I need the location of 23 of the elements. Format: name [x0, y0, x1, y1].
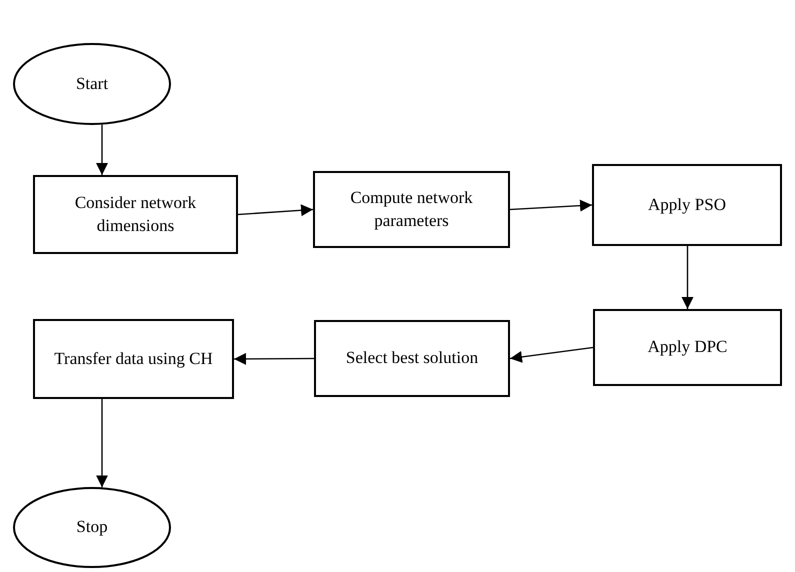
- arrow: [510, 346, 594, 363]
- node-label: Apply PSO: [647, 194, 727, 216]
- arrow: [96, 124, 108, 175]
- node-label: Consider network dimensions: [74, 192, 198, 236]
- process-box: [33, 319, 234, 399]
- arrow: [510, 200, 592, 212]
- process-box: [592, 164, 782, 246]
- node-label: Apply DPC: [646, 336, 728, 358]
- arrow: [682, 246, 694, 309]
- process-box: [33, 175, 238, 254]
- node-label: Compute network parameters: [349, 187, 474, 232]
- arrow: [96, 399, 108, 488]
- arrow: [234, 352, 314, 365]
- process-box: [314, 320, 510, 397]
- node-label: Start: [74, 72, 110, 95]
- process-box: [593, 309, 782, 386]
- terminal-ellipse: [13, 43, 171, 125]
- node-label: Select best solution: [344, 347, 480, 370]
- process-box: [313, 171, 510, 248]
- terminal-ellipse: [13, 487, 171, 568]
- arrow: [238, 204, 314, 216]
- node-label: Transfer data using CH: [53, 348, 214, 370]
- node-label: Stop: [75, 516, 109, 538]
